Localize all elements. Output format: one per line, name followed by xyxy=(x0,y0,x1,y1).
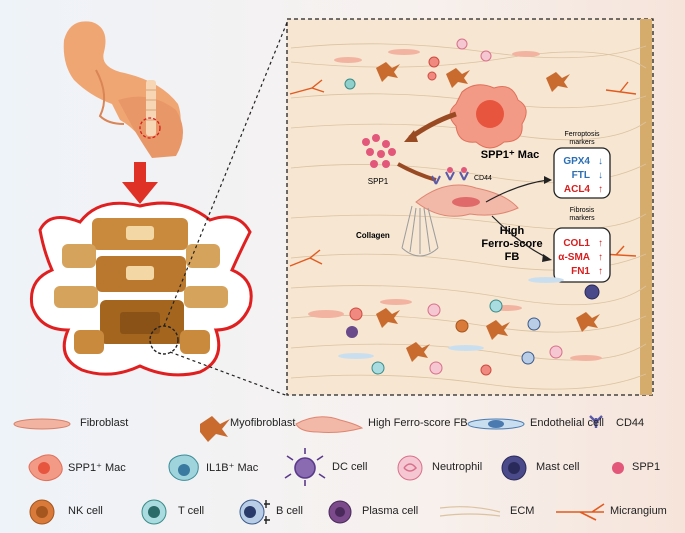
fibrosis-arrow-2: ↑ xyxy=(598,266,603,277)
legend-endothelial: Endothelial cell xyxy=(530,417,604,429)
legend-spp1-mac: SPP1⁺ Mac xyxy=(68,462,126,474)
myofibroblast-icon xyxy=(200,416,230,442)
legend-ferro-fb: High Ferro-score FB xyxy=(368,417,468,429)
ferroptosis-marker-1: FTL xyxy=(572,170,590,181)
legend-ecm: ECM xyxy=(510,505,535,517)
neutrophil-icon xyxy=(397,455,423,481)
cells-top xyxy=(334,38,570,92)
down-arrow-icon xyxy=(122,162,158,204)
mac-label: SPP1⁺ Mac xyxy=(481,149,539,161)
legend-spp1: SPP1 xyxy=(632,461,661,473)
spp1-label: SPP1 xyxy=(368,177,389,186)
ferroptosis-box xyxy=(553,147,611,199)
legend-t-cell: T cell xyxy=(178,505,205,517)
ferroptosis-arrow-1: ↓ xyxy=(598,170,603,181)
ecm-icon xyxy=(439,506,501,517)
legend-fibroblast: Fibroblast xyxy=(80,417,129,429)
fb-label-3: FB xyxy=(505,251,520,263)
cd44-label: CD44 xyxy=(474,175,492,182)
fb-label-2: Ferro-score xyxy=(481,238,542,250)
ferroptosis-title-2: markers xyxy=(569,139,595,146)
legend-il1b-mac: IL1B⁺ Mac xyxy=(206,462,259,474)
spine-section xyxy=(29,201,253,377)
high-ferro-fb xyxy=(415,167,519,217)
spp1-molecules xyxy=(362,134,396,168)
fb-label-1: High xyxy=(500,225,525,237)
legend-b-cell: B cell xyxy=(276,505,303,517)
ferroptosis-title-1: Ferroptosis xyxy=(564,131,600,138)
ferroptosis-marker-2: ACL4 xyxy=(564,184,591,195)
collagen-fibers xyxy=(401,205,439,257)
fibrosis-box xyxy=(553,227,611,283)
fibrosis-marker-0: COL1 xyxy=(563,238,590,249)
micrangium-icon xyxy=(556,503,605,521)
spp1-macrophage xyxy=(449,84,527,149)
fibrosis-title-1: Fibrosis xyxy=(570,207,595,214)
legend-myofibroblast: Myofibroblast xyxy=(230,417,296,429)
legend: Fibroblast Myofibroblast High Ferro-scor… xyxy=(0,408,685,533)
marker-rows: GPX4 ↓ FTL ↓ ACL4 ↑ COL1 ↑ α-SMA ↑ FN1 ↑ xyxy=(558,156,603,277)
legend-nk-cell: NK cell xyxy=(68,505,103,517)
legend-mast-cell: Mast cell xyxy=(536,461,580,473)
legend-plasma-cell: Plasma cell xyxy=(362,505,419,517)
ferroptosis-arrow-0: ↓ xyxy=(598,156,603,167)
fibrosis-marker-1: α-SMA xyxy=(558,252,590,263)
micrangium xyxy=(289,79,637,267)
fibrosis-arrow-1: ↑ xyxy=(598,252,603,263)
legend-cd44: CD44 xyxy=(616,417,645,429)
human-figure xyxy=(63,21,183,158)
left-illustration xyxy=(29,19,289,397)
collagen-label: Collagen xyxy=(356,231,390,240)
cells-bottom xyxy=(308,277,602,376)
legend-dc-cell: DC cell xyxy=(332,461,368,473)
legend-icons xyxy=(13,415,624,525)
cd44-icon xyxy=(589,415,603,428)
spp1-icon xyxy=(612,462,624,474)
tissue-panel: SPP1⁺ Mac SPP1 CD44 Collagen High Ferro-… xyxy=(286,18,654,396)
fibroblast-icon xyxy=(13,418,71,430)
ferro-fb-icon xyxy=(295,416,364,433)
ferroptosis-marker-0: GPX4 xyxy=(563,156,590,167)
legend-neutrophil: Neutrophil xyxy=(432,461,483,473)
legend-micrangium: Micrangium xyxy=(610,505,667,517)
fibrosis-marker-2: FN1 xyxy=(571,266,590,277)
fibrosis-arrow-0: ↑ xyxy=(598,238,603,249)
fibrosis-title-2: markers xyxy=(569,215,595,222)
ferroptosis-arrow-2: ↑ xyxy=(598,184,603,195)
dc-cell-icon xyxy=(284,448,326,486)
